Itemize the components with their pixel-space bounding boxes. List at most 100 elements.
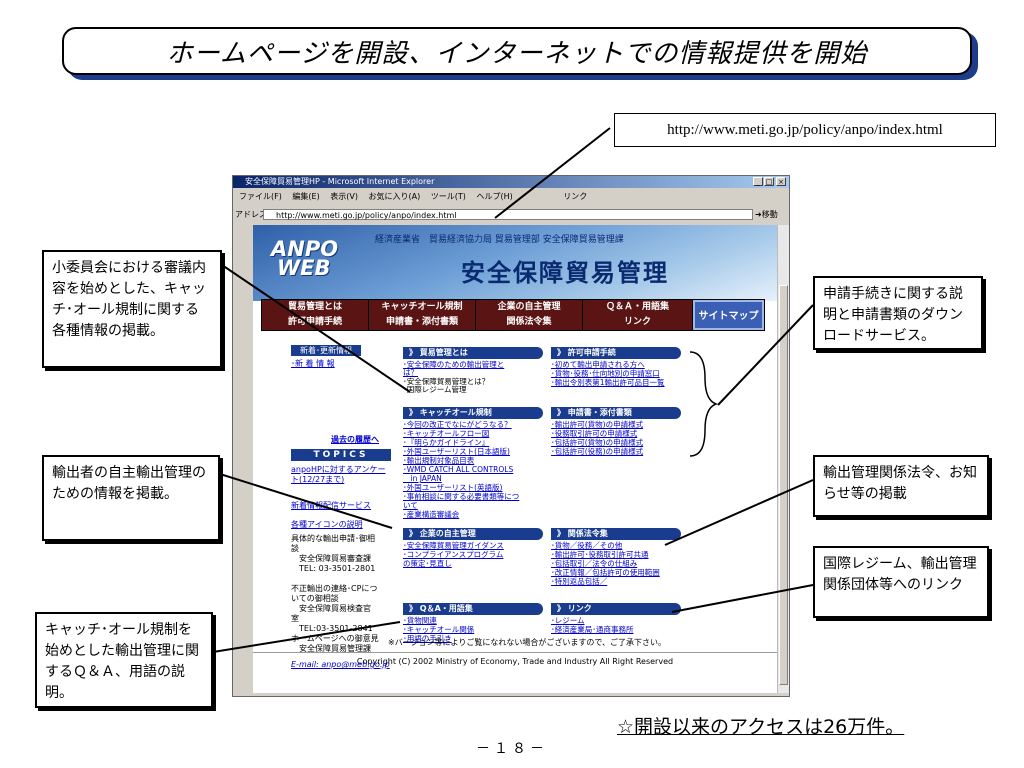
site-banner: ANPO WEB 経済産業省 貿易経済協力局 貿易管理部 安全保障貿易管理課 安… (253, 225, 777, 301)
catch-all-item-3[interactable]: ･『明らかガイドライン』 (403, 438, 490, 447)
menu-view[interactable]: 表示(V) (330, 192, 358, 201)
catch-all-item-7[interactable]: ･外国ユーザーリスト(英語版) (403, 483, 503, 492)
links-item-2[interactable]: ･経済産業局･通商事務所 (551, 625, 634, 634)
application-item-2[interactable]: ･貨物･役務･仕向地別の申請窓口 (551, 369, 660, 378)
scroll-thumb[interactable] (779, 285, 788, 685)
section-self-management-header[interactable]: 》 企業の自主管理 (403, 528, 543, 540)
catch-all-item-1[interactable]: ･今回の改正でなにがどうなる？ (403, 420, 512, 429)
nav-self-management[interactable]: 企業の自主管理 (476, 300, 582, 315)
nav-links[interactable]: リンク (583, 315, 692, 330)
nav-forms[interactable]: 申請書・添付書類 (369, 315, 475, 330)
contact-line-1: 具体的な輸出申請･御相 (291, 534, 375, 543)
catch-all-item-8b[interactable]: いて (403, 501, 418, 510)
browser-titlebar: 安全保障貿易管理HP - Microsoft Internet Explorer… (233, 176, 789, 188)
go-arrow-icon: ➜ (755, 210, 762, 219)
copyright: Copyright (C) 2002 Ministry of Economy, … (356, 657, 674, 666)
trade-control-item-3[interactable]: ･国際レジーム管理 (403, 385, 467, 394)
maximize-icon[interactable]: □ (764, 177, 774, 186)
callout-qa-glossary: キャッチ･オール規制を始めとした輸出管理に関するＱ＆Ａ、用語の説明。 (35, 612, 213, 708)
catch-all-item-4[interactable]: ･外国ユーザーリスト(日本語版) (403, 447, 510, 456)
org-line: 経済産業省 貿易経済協力局 貿易管理部 安全保障貿易管理課 (375, 235, 624, 245)
menu-file[interactable]: ファイル(F) (239, 192, 282, 201)
nav-trade-control[interactable]: 貿易管理とは (262, 300, 368, 315)
contact-line-3: 安全保障貿易審査課 (291, 554, 371, 563)
nav-application[interactable]: 許可申請手続 (262, 315, 368, 330)
address-input[interactable]: http://www.meti.go.jp/policy/anpo/index.… (263, 209, 753, 220)
footer-note: ※バージョン等によりご覧になれない場合がございますので、ご了承下さい。 (388, 638, 667, 647)
survey-link[interactable]: anpoHPに対するアンケー (291, 465, 386, 474)
laws-item-3[interactable]: ･包括取引／法令の仕組み (551, 559, 638, 568)
topics-header: TOPICS (291, 449, 391, 461)
anpo-web-logo[interactable]: ANPO WEB (271, 239, 338, 279)
minimize-icon[interactable]: _ (753, 177, 763, 186)
nav-sitemap[interactable]: サイトマップ (693, 300, 764, 330)
contact-line-9: TEL:03-3501-2841 (291, 624, 373, 633)
section-links-header[interactable]: 》 リンク (551, 603, 681, 615)
survey-link-2[interactable]: ト(12/27まで) (291, 475, 345, 484)
application-item-1[interactable]: ･初めて輸出申請される方へ (551, 360, 645, 369)
close-icon[interactable]: × (776, 177, 786, 186)
vertical-scrollbar[interactable] (777, 225, 789, 693)
catch-all-item-8[interactable]: ･事前相談に関する必要書類等につ (403, 492, 520, 501)
self-management-item-1[interactable]: ･安全保障貿易管理ガイダンス (403, 541, 504, 550)
nav-catch-all[interactable]: キャッチオール規制 (369, 300, 475, 315)
section-laws-header[interactable]: 》 関係法令集 (551, 528, 681, 540)
laws-item-1[interactable]: ･貨物／役務／その他 (551, 541, 623, 550)
icon-desc-link[interactable]: 各種アイコンの説明 (291, 520, 363, 529)
laws-item-2[interactable]: ･輸出許可･役務取引許可共通 (551, 550, 649, 559)
section-application-header[interactable]: 》 許可申請手続 (551, 347, 681, 359)
self-management-item-2b[interactable]: の策定･見直し (403, 559, 452, 568)
forms-item-3[interactable]: ･包括許可(貨物)の申請様式 (551, 438, 644, 447)
forms-item-1[interactable]: ･輸出許可(貨物)の申請様式 (551, 420, 644, 429)
qa-item-1[interactable]: ･貨物関連 (403, 616, 437, 625)
news-link[interactable]: ･新 着 情 報 (291, 359, 335, 368)
laws-item-5[interactable]: ･特別返品包括／ (551, 577, 608, 586)
catch-all-item-9[interactable]: ･産業構造審議会 (403, 510, 460, 519)
section-trade-control-header[interactable]: 》 貿易管理とは (403, 347, 543, 359)
callout-self-management: 輸出者の自主輸出管理のための情報を掲載。 (42, 455, 220, 541)
go-button[interactable]: ➜移動 (755, 209, 787, 220)
news-header: 新着･更新情報 (291, 345, 361, 356)
section-catch-all-header[interactable]: 》 キャッチオール規制 (403, 407, 543, 419)
site-title: 安全保障貿易管理 (461, 259, 669, 287)
email-link[interactable]: E-mail: anpo@meti.go.jp (291, 660, 390, 669)
browser-title: 安全保障貿易管理HP - Microsoft Internet Explorer (245, 177, 435, 186)
past-history-link[interactable]: 過去の履歴へ (331, 435, 379, 444)
forms-item-4[interactable]: ･包括許可(役務)の申請様式 (551, 447, 644, 456)
application-item-3[interactable]: ･輸出令別表第1輸出許可品目一覧 (551, 378, 665, 387)
catch-all-item-6b[interactable]: in JAPAN (403, 474, 442, 483)
catch-all-item-6[interactable]: ･WMD CATCH ALL CONTROLS (403, 465, 514, 474)
page-viewport: ANPO WEB 経済産業省 貿易経済協力局 貿易管理部 安全保障貿易管理課 安… (253, 225, 777, 693)
slide-title-box: ホームページを開設、インターネットでの情報提供を開始 (62, 27, 972, 75)
menu-help[interactable]: ヘルプ(H) (476, 192, 513, 201)
callout-links: 国際レジーム、輸出管理関係団体等へのリンク (813, 546, 989, 618)
menu-tools[interactable]: ツール(T) (430, 192, 466, 201)
section-forms-header[interactable]: 》 申請書・添付書類 (551, 407, 681, 419)
qa-item-2[interactable]: ･キャッチオール関係 (403, 625, 475, 634)
mail-service-link[interactable]: 新着情報配信サービス (291, 501, 371, 510)
catch-all-item-2[interactable]: ･キャッチオールフロー図 (403, 429, 490, 438)
self-management-item-2[interactable]: ･コンプライアンスプログラム (403, 550, 504, 559)
nav-laws[interactable]: 関係法令集 (476, 315, 582, 330)
links-item-1[interactable]: ･レジーム (551, 616, 585, 625)
page-number: －１８－ (476, 741, 548, 757)
menu-favorites[interactable]: お気に入り(A) (368, 192, 421, 201)
nav-qa[interactable]: Ｑ＆Ａ・用語集 (583, 300, 692, 315)
callout-laws: 輸出管理関係法令、お知らせ等の掲載 (813, 455, 989, 517)
menu-edit[interactable]: 編集(E) (292, 192, 320, 201)
contact-line-4: TEL: 03-3501-2801 (291, 564, 376, 573)
catch-all-item-5[interactable]: ･輸出規制対象品目表 (403, 456, 475, 465)
slide-title: ホームページを開設、インターネットでの情報提供を開始 (166, 38, 868, 69)
site-nav: 貿易管理とは キャッチオール規制 企業の自主管理 Ｑ＆Ａ・用語集 許可申請手続 … (261, 299, 765, 331)
laws-item-4[interactable]: ･改正情報／包括許可の使用範囲 (551, 568, 660, 577)
url-callout: http://www.meti.go.jp/policy/anpo/index.… (614, 113, 996, 147)
trade-control-item-1[interactable]: ･安全保障のための輸出管理と (403, 360, 505, 369)
forms-item-2[interactable]: ･役務取引許可の申請様式 (551, 429, 638, 438)
contact-line-6: いての御相談 (291, 594, 339, 603)
section-qa-header[interactable]: 》 Q＆A・用語集 (403, 603, 543, 615)
browser-window: 安全保障貿易管理HP - Microsoft Internet Explorer… (232, 175, 790, 697)
trade-control-item-2[interactable]: ･安全保障貿易管理とは？ (403, 377, 490, 386)
contact-line-10: ホームページへの御意見 (291, 634, 379, 643)
qa-item-3[interactable]: ･用語の手引き (403, 634, 452, 643)
menu-links[interactable]: リンク (563, 192, 588, 201)
